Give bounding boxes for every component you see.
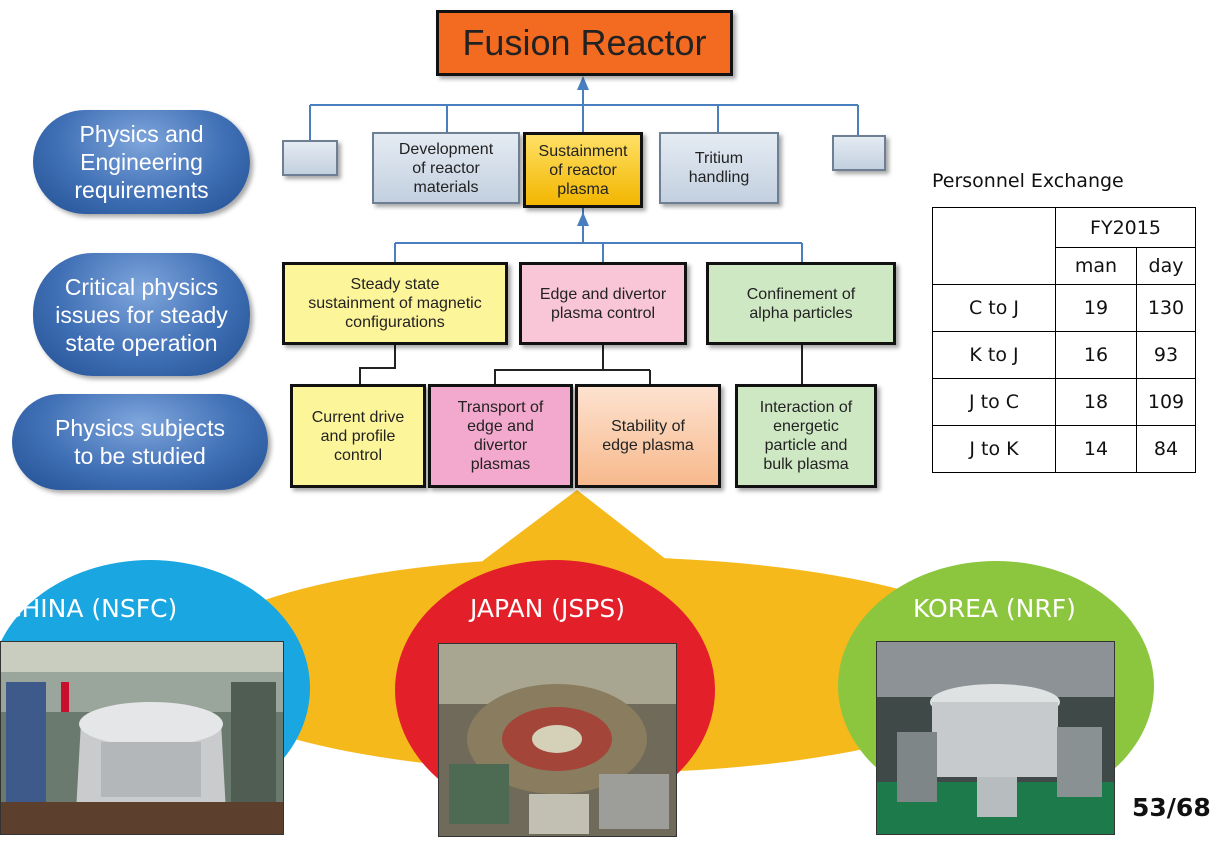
country-label-china: CHINA (NSFC) xyxy=(4,594,178,623)
header-year: FY2015 xyxy=(1055,207,1196,248)
connectors xyxy=(309,85,859,262)
china-facility-photo xyxy=(0,641,284,835)
header-man: man xyxy=(1055,247,1137,285)
lower-connectors xyxy=(359,345,803,384)
korea-facility-photo xyxy=(876,641,1115,835)
arrow-up-icon xyxy=(577,212,589,226)
level1-box-tritium: Tritium handling xyxy=(659,132,779,204)
man-cell: 18 xyxy=(1055,378,1137,426)
table-row: K to J 16 93 xyxy=(932,331,1196,379)
level1-box-reactor-materials: Development of reactor materials xyxy=(372,132,520,204)
route-cell: K to J xyxy=(932,331,1056,379)
header-blank xyxy=(932,207,1056,285)
level3-box-edge-transport: Transport of edge and divertor plasmas xyxy=(428,384,573,488)
row-label-requirements: Physics and Engineering requirements xyxy=(33,110,250,214)
day-cell: 93 xyxy=(1136,331,1196,379)
level3-box-edge-stability: Stability of edge plasma xyxy=(575,384,721,488)
table-row: J to K 14 84 xyxy=(932,425,1196,473)
level2-box-alpha-confinement: Confinement of alpha particles xyxy=(706,262,896,345)
japan-facility-photo xyxy=(438,643,677,837)
country-label-korea: KOREA (NRF) xyxy=(913,594,1076,623)
level2-box-edge-divertor: Edge and divertor plasma control xyxy=(519,262,687,345)
exchange-title: Personnel Exchange xyxy=(932,170,1124,192)
table-row: J to C 18 109 xyxy=(932,378,1196,426)
level3-box-energetic-particle: Interaction of energetic particle and bu… xyxy=(735,384,877,488)
level1-box-blank-left xyxy=(282,140,338,176)
day-cell: 109 xyxy=(1136,378,1196,426)
arrow-up-icon xyxy=(577,76,589,90)
route-cell: J to K xyxy=(932,425,1056,473)
route-cell: C to J xyxy=(932,284,1056,332)
route-cell: J to C xyxy=(932,378,1056,426)
day-cell: 130 xyxy=(1136,284,1196,332)
table-row: C to J 19 130 xyxy=(932,284,1196,332)
man-cell: 16 xyxy=(1055,331,1137,379)
level2-box-steady-state: Steady state sustainment of magnetic con… xyxy=(282,262,508,345)
day-cell: 84 xyxy=(1136,425,1196,473)
band-triangle xyxy=(460,490,690,578)
fusion-reactor-title: Fusion Reactor xyxy=(436,10,733,76)
level1-box-blank-right xyxy=(832,135,886,171)
level3-box-current-drive: Current drive and profile control xyxy=(290,384,426,488)
page-number: 53/68 xyxy=(1132,793,1211,822)
row-label-physics-subjects: Physics subjects to be studied xyxy=(12,394,268,490)
level1-box-reactor-plasma: Sustainment of reactor plasma xyxy=(523,132,643,208)
header-day: day xyxy=(1136,247,1196,285)
row-label-critical-issues: Critical physics issues for steady state… xyxy=(33,253,250,376)
exchange-table: FY2015 man day C to J 19 130 K to J 16 9… xyxy=(932,207,1196,473)
man-cell: 19 xyxy=(1055,284,1137,332)
country-label-japan: JAPAN (JSPS) xyxy=(470,594,625,623)
man-cell: 14 xyxy=(1055,425,1137,473)
